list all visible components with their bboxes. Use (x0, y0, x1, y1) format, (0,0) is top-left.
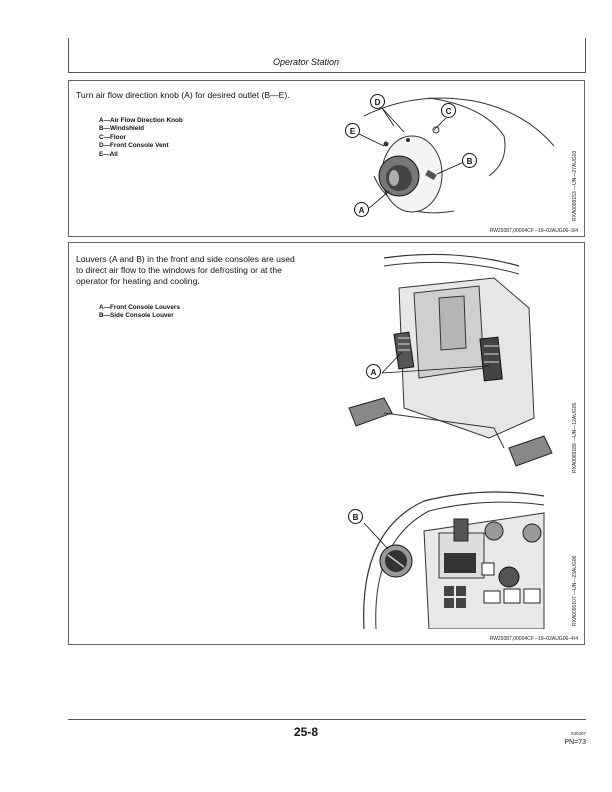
left-margin-line (68, 38, 69, 72)
section1-reference: RW29387,00004CF –19–02AUG06–3/4 (489, 228, 578, 234)
side-console-illustration: B (344, 491, 566, 630)
callout-side-louver-b: B (348, 509, 363, 524)
section2-intro: Louvers (A and B) in the front and side … (76, 254, 295, 288)
footer-date-code: 040407 (570, 731, 586, 736)
section2-image1-code: RXA0089188 —UN—12AUG05 (572, 402, 578, 473)
knob-drawing (358, 97, 555, 214)
section1-intro: Turn air flow direction knob (A) for des… (76, 90, 290, 100)
legend-item-a: A—Air Flow Direction Knob (99, 117, 183, 124)
page-number: 25-8 (293, 725, 319, 739)
legend-item-front-louvers: A—Front Console Louvers (99, 304, 180, 311)
callout-e: E (345, 123, 360, 138)
legend-item-e: E—All (99, 150, 118, 158)
page-header: Operator Station (272, 57, 340, 67)
section2-legend: A—Front Console Louvers B—Side Console L… (99, 304, 180, 321)
section1-image-code: RXA0089153 —UN—27AUG03 (572, 150, 578, 221)
section-louvers: Louvers (A and B) in the front and side … (68, 242, 585, 645)
section2-image2-code: RXA0090107 —UN—23AUG06 (572, 555, 578, 626)
callout-a: A (354, 202, 369, 217)
callout-d: D (370, 94, 385, 109)
right-margin-line (585, 38, 586, 72)
legend-item-c: C—Floor (99, 133, 126, 141)
section2-intro-line-1: Louvers (A and B) in the front and side … (76, 254, 295, 264)
side-console-drawing (363, 491, 545, 630)
console-drawing (348, 253, 553, 467)
section2-intro-line-3: operator for heating and cooling. (76, 276, 200, 287)
air-flow-knob-illustration: D C E B A (334, 86, 569, 226)
footer-pn: PN=73 (564, 739, 586, 746)
front-console-illustration: A (344, 248, 566, 473)
callout-c: C (441, 103, 456, 118)
legend-item-d: D—Front Console Vent (99, 142, 169, 150)
section2-reference: RW29387,00004CF –19–02AUG06–4/4 (489, 636, 578, 642)
section2-intro-line-2: to direct air flow to the windows for de… (76, 265, 282, 276)
footer-rule (68, 719, 586, 720)
legend-item-side-louver: B—Side Console Louver (99, 312, 174, 320)
callout-b: B (462, 153, 477, 168)
callout-front-louvers-a: A (366, 364, 381, 379)
header-rule (68, 72, 586, 73)
section1-legend: A—Air Flow Direction Knob B—Windshield C… (99, 117, 183, 159)
legend-item-b: B—Windshield (99, 125, 145, 133)
section-air-flow-knob: Turn air flow direction knob (A) for des… (68, 80, 585, 237)
